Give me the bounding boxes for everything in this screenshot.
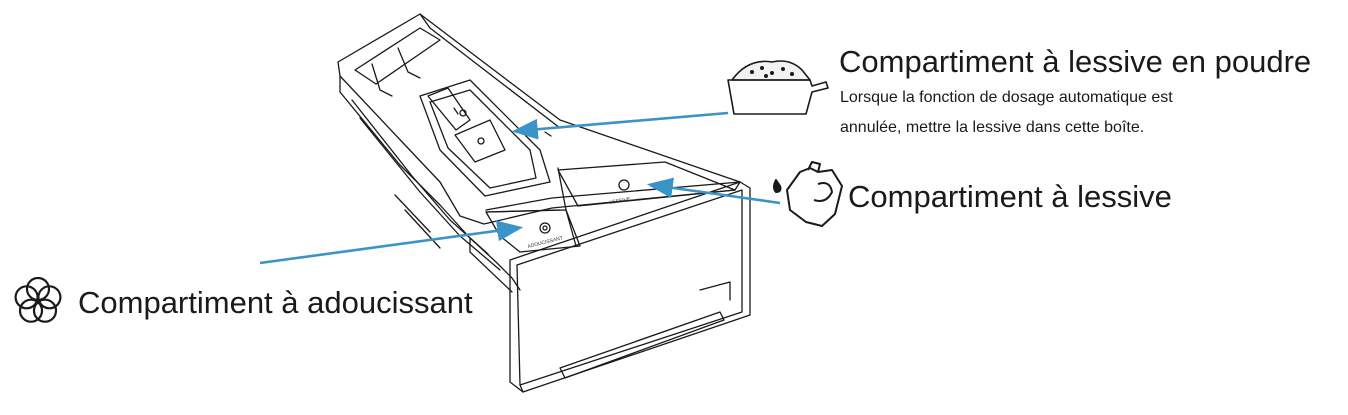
powder-scoop-icon — [727, 60, 829, 115]
flower-icon — [14, 276, 62, 323]
softener-arrow — [259, 220, 524, 265]
softener-compartment-title: Compartiment à adoucissant — [78, 285, 473, 320]
powder-compartment-description-line1: Lorsque la fonction de dosage automatiqu… — [840, 89, 1173, 106]
drawer-detergent-marking: LESSIVE — [609, 196, 631, 206]
powder-arrow — [511, 111, 729, 140]
powder-compartment-title: Compartiment à lessive en poudre — [839, 44, 1312, 79]
detergent-compartment-title: Compartiment à lessive — [848, 179, 1172, 214]
detergent-bottle-icon — [773, 161, 843, 227]
detergent-arrow — [646, 177, 781, 205]
drawer-illustration — [337, 13, 751, 393]
powder-compartment-description-line2: annulée, mettre la lessive dans cette bo… — [840, 119, 1145, 136]
